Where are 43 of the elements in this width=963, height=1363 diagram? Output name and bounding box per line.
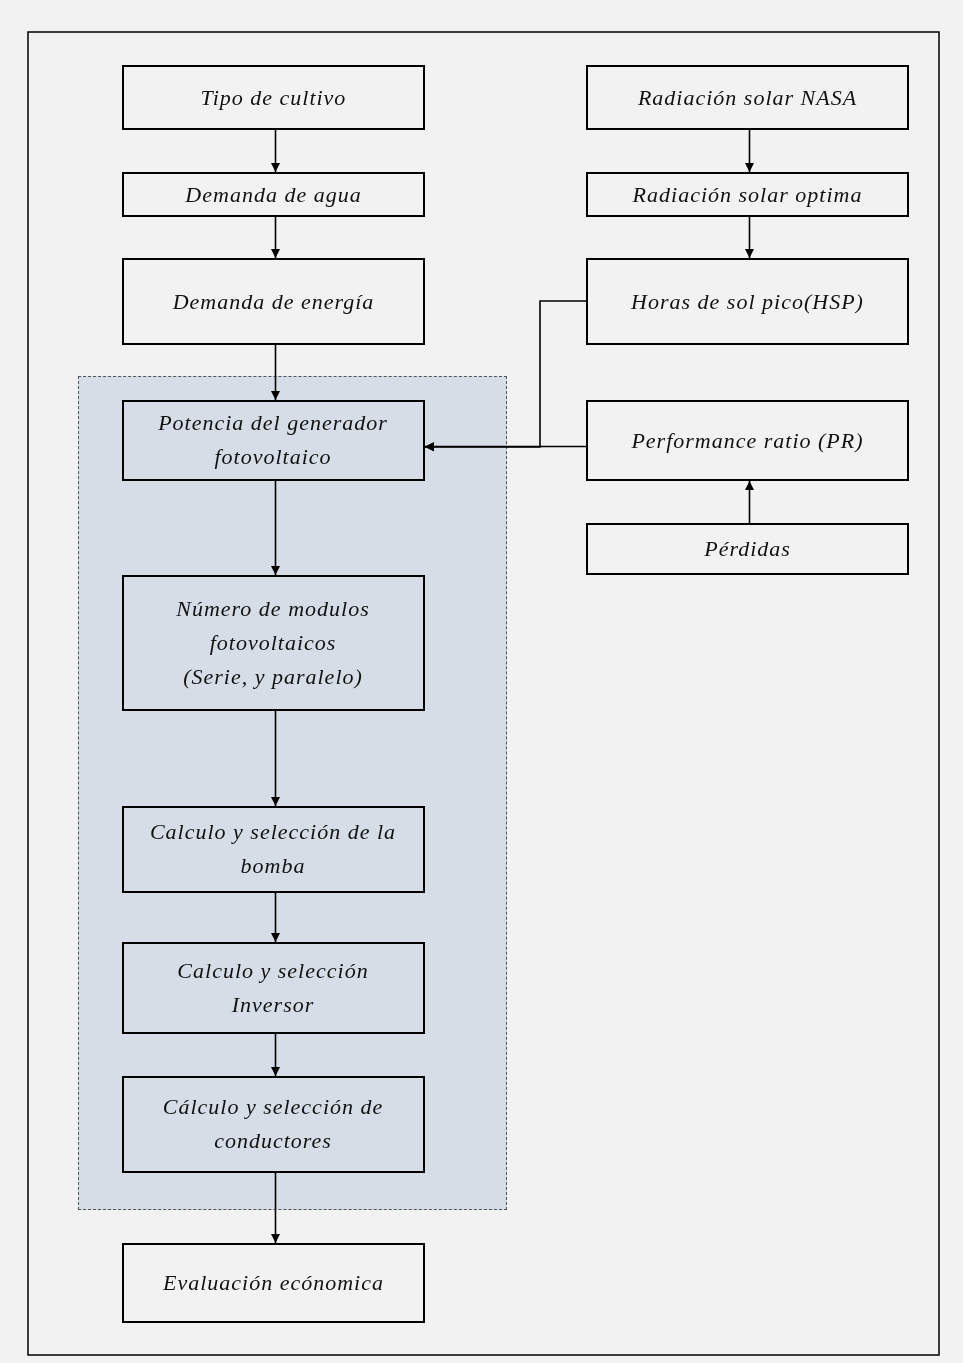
box-text: Cálculo y selección de conductores: [161, 1093, 385, 1155]
arrow: [271, 216, 280, 259]
process-box: [586, 65, 909, 130]
box-text: Calculo y selección Inversor: [176, 956, 370, 1019]
arrow: [271, 1172, 280, 1244]
box-text: Radiación solar NASA: [636, 83, 859, 112]
process-box: [122, 65, 425, 130]
box-text: Performance ratio (PR): [630, 426, 865, 455]
box-text: Pérdidas: [703, 535, 792, 563]
arrow: [271, 892, 280, 943]
process-box: [122, 258, 425, 345]
process-box: [586, 172, 909, 217]
box-text: Tipo de cultivo: [199, 83, 348, 112]
process-box: [122, 172, 425, 217]
box-text: Calculo y selección de la bomba: [148, 818, 398, 880]
box-text: Radiación solar optima: [631, 180, 864, 209]
process-box: [586, 258, 909, 345]
box-text: (Serie, y paralelo): [182, 662, 364, 691]
arrow: [745, 129, 754, 173]
box-text: Demanda de energía: [171, 287, 376, 316]
box-text: Demanda de agua: [184, 180, 363, 209]
arrow: [271, 129, 280, 173]
arrow: [745, 480, 754, 524]
arrow: [271, 344, 280, 401]
arrow: [745, 216, 754, 259]
process-box: [121, 1075, 425, 1173]
box-text: Horas de sol pico(HSP): [630, 287, 865, 316]
arrow: [271, 710, 280, 807]
box-text: Número de modulos fotovoltaicos: [175, 594, 371, 657]
process-box: [121, 574, 425, 711]
arrow: [424, 442, 587, 451]
box-text: Evaluación ecónomica: [162, 1269, 385, 1297]
process-box: [121, 941, 425, 1034]
box-text: Potencia del generador fotovoltaico: [157, 409, 389, 471]
arrow: [424, 300, 587, 452]
group-box: [78, 376, 507, 1210]
arrow: [271, 1033, 280, 1077]
process-box: [586, 523, 909, 575]
process-box: [121, 805, 425, 893]
arrow: [271, 480, 280, 576]
process-box: [122, 1243, 425, 1323]
process-box: [586, 400, 909, 481]
process-box: [121, 399, 425, 481]
